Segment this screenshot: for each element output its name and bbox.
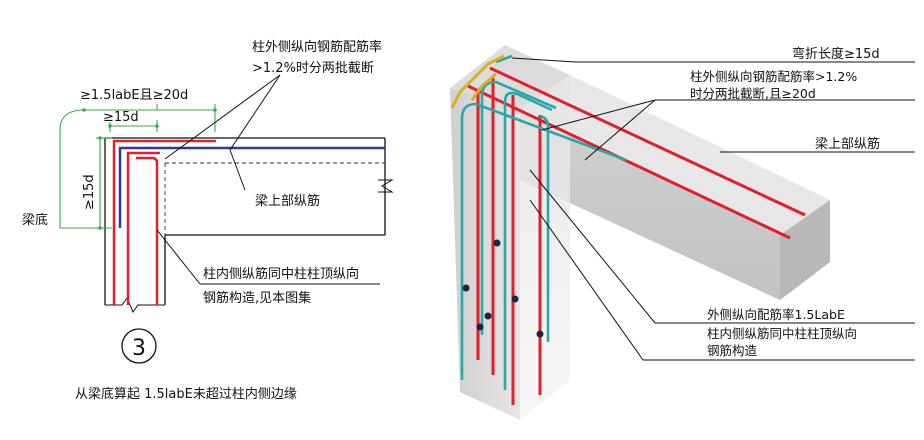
column-front-face <box>450 88 520 420</box>
dim-label-15d-top: ≥15d <box>103 110 139 125</box>
column-outer-bar <box>126 151 160 305</box>
label-outer-ratio-line2: >1.2%时分两批截断 <box>252 61 374 76</box>
dim-label-15d-vertical: ≥15d <box>82 174 97 210</box>
column-inner-bar <box>136 156 159 305</box>
bottom-note: 从梁底算起 1.5labE未超过柱内侧边缘 <box>75 386 297 402</box>
concrete-outline <box>104 137 386 305</box>
beam-end-face <box>780 200 830 300</box>
bar-ends-3d <box>462 239 544 338</box>
column-outer-bar <box>112 139 216 305</box>
red-bars-3d <box>467 66 806 405</box>
label-beam-top-bars: 梁上部纵筋 <box>255 193 320 209</box>
detail-number: 3 <box>132 336 146 361</box>
label-outer-ratio-line1: 柱外侧纵向钢筋配筋率 <box>252 39 382 55</box>
beam-front-face <box>520 110 780 300</box>
column-side-face <box>520 75 570 420</box>
label-beam-bottom: 梁底 <box>22 212 48 228</box>
leader-lines-3d <box>511 57 915 361</box>
cyan-bars-3d <box>460 54 627 390</box>
beam-top-bar <box>118 146 385 228</box>
label-beam-top-bars: 梁上部纵筋 <box>815 136 880 152</box>
label-outer-ratio-15labe: 外侧纵向配筋率1.5LabE <box>707 307 845 322</box>
label-outer-ratio-line2: 时分两批截断,且≥20d <box>690 86 816 101</box>
label-bend-length: 弯折长度≥15d <box>792 46 880 62</box>
label-inner-bars-line1: 柱内侧纵筋同中柱柱顶纵向 <box>707 326 857 341</box>
break-mark-right <box>378 179 394 193</box>
left-detail: 柱外侧纵向钢筋配筋率 >1.2%时分两批截断 ≥1.5labE且≥20d ≥15… <box>22 39 394 402</box>
right-3d-view: 弯折长度≥15d 柱外侧纵向钢筋配筋率>1.2% 时分两批截断,且≥20d 梁上… <box>450 45 915 420</box>
leader-lines <box>156 74 380 285</box>
label-inner-bars-line1: 柱内侧纵筋同中柱柱顶纵向 <box>203 266 359 282</box>
label-inner-bars-line2: 钢筋构造 <box>707 343 758 358</box>
break-mark-bottom <box>105 296 165 314</box>
dim-label-15labe-20d: ≥1.5labE且≥20d <box>80 88 188 103</box>
detail-number-circle <box>121 328 157 364</box>
label-inner-bars-line2: 钢筋构造,见本图集 <box>203 290 311 306</box>
dimension-ticks <box>82 108 217 230</box>
yellow-hooks-3d <box>450 54 505 109</box>
label-outer-ratio-line1: 柱外侧纵向钢筋配筋率>1.2% <box>690 69 857 84</box>
